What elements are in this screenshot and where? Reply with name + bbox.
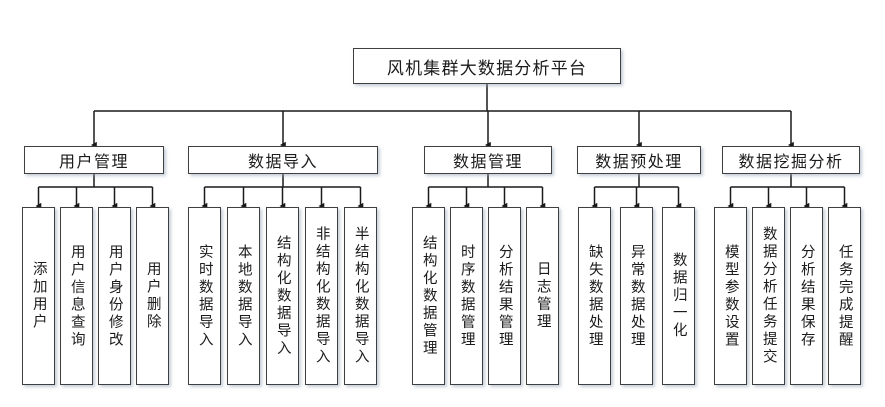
leaf-node-4-0[interactable]: 模型参数设置	[714, 207, 747, 385]
leaf-node-1-4[interactable]: 半结构化数据导入	[344, 207, 377, 385]
leaf-node-2-3[interactable]: 日志管理	[526, 207, 559, 385]
leaf-node-1-2-label: 结构化数据导入	[274, 234, 291, 358]
branch-node-3[interactable]: 数据预处理	[577, 146, 701, 174]
leaf-node-3-2[interactable]: 数据归一化	[662, 207, 695, 385]
leaf-node-0-3-label: 用户删除	[144, 261, 161, 331]
leaf-node-4-2-label: 分析结果保存	[798, 243, 815, 349]
leaf-node-0-0-label: 添加用户	[30, 261, 47, 331]
leaf-node-4-0-label: 模型参数设置	[722, 243, 739, 349]
leaf-node-1-3-label: 非结构化数据导入	[313, 226, 330, 366]
leaf-node-2-0[interactable]: 结构化数据管理	[412, 207, 445, 385]
leaf-node-0-2-label: 用户身份修改	[106, 243, 123, 349]
leaf-node-4-2[interactable]: 分析结果保存	[790, 207, 823, 385]
branch-node-3-label: 数据预处理	[595, 152, 683, 171]
leaf-node-2-1-label: 时序数据管理	[458, 243, 475, 349]
leaf-node-2-2-label: 分析结果管理	[496, 243, 513, 349]
leaf-node-2-2[interactable]: 分析结果管理	[488, 207, 521, 385]
leaf-node-4-3-label: 任务完成提醒	[836, 243, 853, 349]
leaf-node-0-3[interactable]: 用户删除	[136, 207, 169, 385]
leaf-node-4-1-label: 数据分析任务提交	[760, 226, 777, 366]
leaf-node-1-3[interactable]: 非结构化数据导入	[305, 207, 338, 385]
leaf-node-0-0[interactable]: 添加用户	[22, 207, 55, 385]
leaf-node-0-2[interactable]: 用户身份修改	[98, 207, 131, 385]
leaf-node-1-1[interactable]: 本地数据导入	[227, 207, 260, 385]
branch-node-2[interactable]: 数据管理	[424, 146, 552, 174]
root-node[interactable]: 风机集群大数据分析平台	[353, 48, 621, 84]
leaf-node-0-1[interactable]: 用户信息查询	[60, 207, 93, 385]
branch-node-2-label: 数据管理	[452, 152, 523, 171]
leaf-node-1-0-label: 实时数据导入	[196, 243, 213, 349]
leaf-node-3-1-label: 异常数据处理	[628, 243, 645, 349]
branch-node-0-label: 用户管理	[58, 152, 129, 171]
branch-node-1-label: 数据导入	[247, 152, 318, 171]
branch-node-4[interactable]: 数据挖掘分析	[722, 146, 860, 174]
leaf-node-3-0[interactable]: 缺失数据处理	[578, 207, 611, 385]
branch-node-4-label: 数据挖掘分析	[738, 152, 844, 171]
leaf-node-1-1-label: 本地数据导入	[235, 243, 252, 349]
leaf-node-0-1-label: 用户信息查询	[68, 243, 85, 349]
leaf-node-3-0-label: 缺失数据处理	[586, 243, 603, 349]
leaf-node-1-2[interactable]: 结构化数据导入	[266, 207, 299, 385]
leaf-node-1-4-label: 半结构化数据导入	[352, 226, 369, 366]
branch-node-1[interactable]: 数据导入	[188, 146, 378, 174]
branch-node-0[interactable]: 用户管理	[24, 146, 164, 174]
leaf-node-3-2-label: 数据归一化	[670, 252, 687, 340]
leaf-node-3-1[interactable]: 异常数据处理	[620, 207, 653, 385]
leaf-node-2-3-label: 日志管理	[534, 261, 551, 331]
leaf-node-4-3[interactable]: 任务完成提醒	[828, 207, 861, 385]
leaf-node-2-1[interactable]: 时序数据管理	[450, 207, 483, 385]
leaf-node-1-0[interactable]: 实时数据导入	[188, 207, 221, 385]
leaf-node-2-0-label: 结构化数据管理	[420, 234, 437, 358]
leaf-node-4-1[interactable]: 数据分析任务提交	[752, 207, 785, 385]
root-node-label: 风机集群大数据分析平台	[386, 58, 588, 79]
